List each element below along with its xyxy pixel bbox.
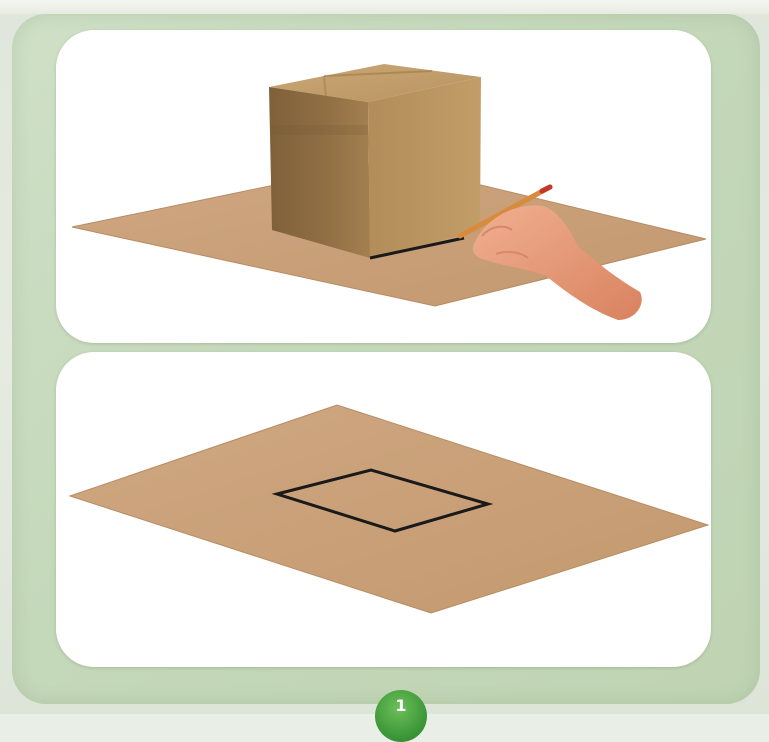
step-number: 1 [375, 696, 427, 715]
step-two-illustration [56, 352, 711, 667]
cardboard-box [269, 64, 481, 258]
step-two-panel [56, 352, 711, 667]
flat-sheet [70, 405, 708, 613]
step-number-badge: 1 [375, 690, 427, 742]
top-strip [0, 0, 769, 14]
step-one-panel [56, 30, 711, 343]
page: 1 [0, 0, 769, 714]
step-one-illustration [56, 30, 711, 343]
